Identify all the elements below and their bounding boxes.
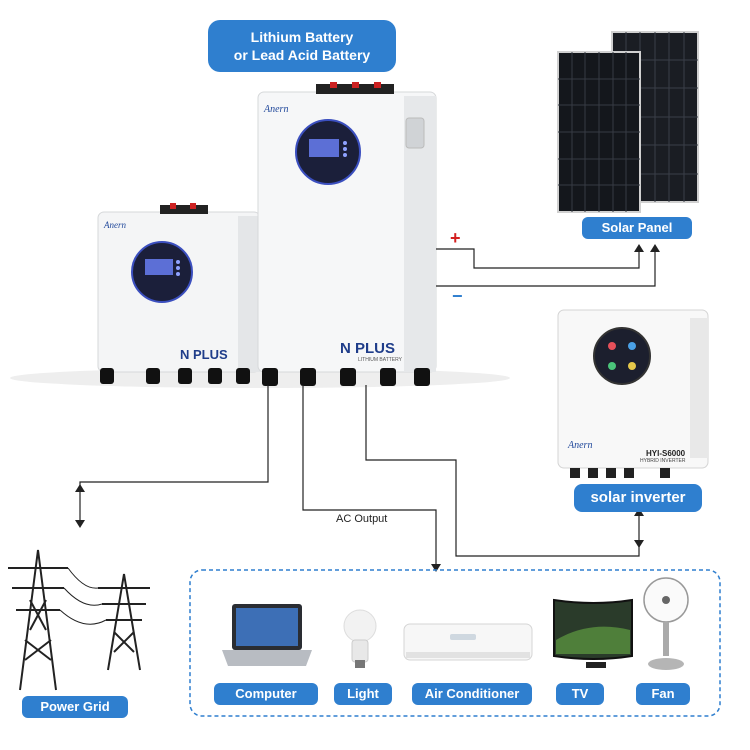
power-grid-towers <box>8 549 150 691</box>
battery-large-logo: N PLUS <box>340 340 396 357</box>
battery-type-line2: or Lead Acid Battery <box>233 47 371 63</box>
battery-large-logo-sub: LITHIUM BATTERY <box>358 357 402 363</box>
battery-type-line1: Lithium Battery <box>250 29 354 45</box>
solar-panels <box>557 31 699 213</box>
solar-inverter-label: solar inverter <box>574 484 702 512</box>
inverter-subtitle: HYBRID INVERTER <box>640 458 686 464</box>
appliance-label-fan: Fan <box>636 683 690 705</box>
battery-small-brand: Anern <box>104 220 126 230</box>
air-conditioner-icon <box>403 623 533 661</box>
appliance-label-computer: Computer <box>214 683 318 705</box>
appliance-label-light: Light <box>334 683 392 705</box>
battery-small <box>97 203 261 384</box>
appliance-label-air-conditioner: Air Conditioner <box>412 683 532 705</box>
battery-type-label: Lithium Battery or Lead Acid Battery <box>208 20 396 72</box>
appliance-label-tv: TV <box>556 683 604 705</box>
battery-small-logo: N PLUS <box>180 347 228 362</box>
fan-icon <box>643 577 689 670</box>
solar-inverter-unit <box>557 309 709 478</box>
wiring <box>79 248 656 566</box>
power-grid-label: Power Grid <box>22 696 128 718</box>
inverter-brand: Anern <box>568 440 593 451</box>
solar-panel-label: Solar Panel <box>582 217 692 239</box>
inverter-model: HYI-S6000 <box>646 449 686 458</box>
ac-output-label: AC Output <box>336 513 388 525</box>
minus-sign: − <box>452 286 463 306</box>
battery-large-brand: Anern <box>264 104 289 115</box>
tv-icon <box>553 598 633 668</box>
laptop-icon <box>222 604 312 666</box>
battery-large <box>257 82 437 386</box>
plus-sign: + <box>450 228 461 248</box>
appliance-box <box>189 569 721 717</box>
bulb-icon <box>343 609 377 668</box>
inverter-display <box>593 327 651 385</box>
arrowheads <box>75 244 660 572</box>
